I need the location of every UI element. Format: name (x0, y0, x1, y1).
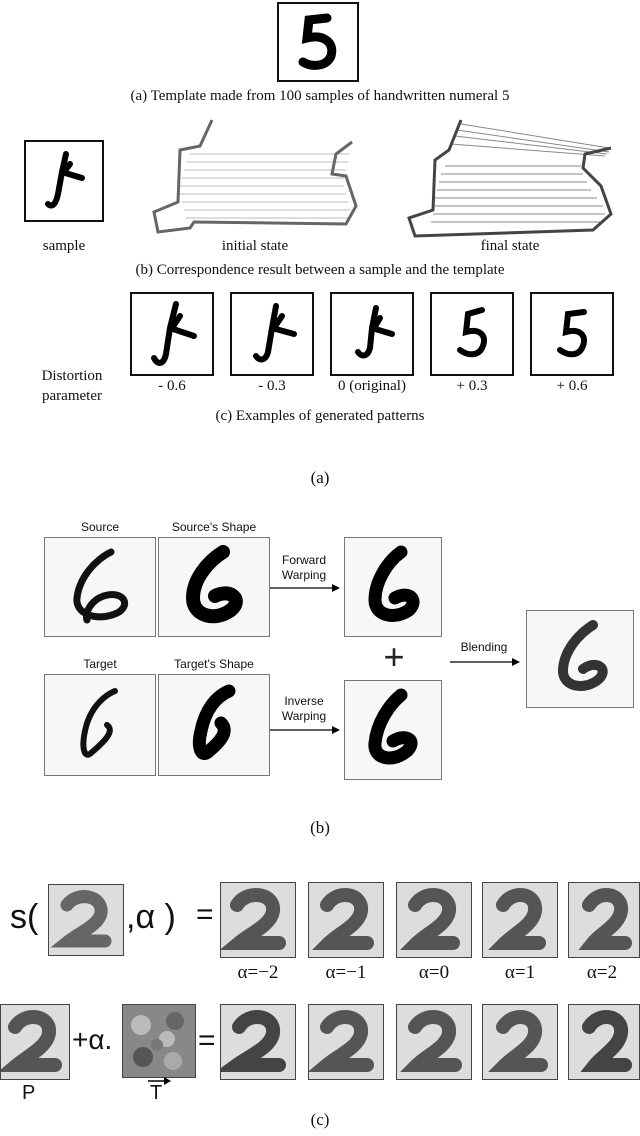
source-shape-image (158, 537, 270, 637)
generated-pattern-2 (230, 292, 314, 376)
alpha-value-5: α=2 (586, 962, 618, 983)
label-source: Source (80, 520, 120, 534)
alpha-pattern-3 (396, 882, 472, 958)
input-pattern-image (48, 884, 124, 956)
forward-arrow (268, 582, 342, 594)
initial-state-image (150, 116, 360, 236)
label-p: P (22, 1082, 36, 1104)
label-sample: sample (42, 238, 86, 254)
label-inverse-1: Inverse (284, 694, 324, 708)
caption-correspondence: (b) Correspondence result between a samp… (135, 262, 505, 278)
label-forward-2: Warping (281, 568, 327, 582)
comma-alpha: ,α ) (126, 898, 176, 936)
alpha-value-4: α=1 (504, 962, 536, 983)
sample-image (24, 140, 104, 222)
distortion-value-4: + 0.3 (456, 378, 488, 394)
forward-warped-image (344, 537, 442, 637)
panel-label-a: (a) (310, 468, 330, 487)
label-source-shape: Source's Shape (171, 520, 257, 534)
source-image (44, 537, 156, 637)
label-target-shape: Target's Shape (174, 657, 254, 671)
template-image (277, 2, 359, 82)
label-target: Target (83, 657, 117, 671)
label-t: T (150, 1082, 163, 1104)
blending-arrow (448, 656, 522, 668)
inverse-warped-image (344, 680, 442, 780)
distortion-label-line1: Distortion (41, 368, 103, 384)
label-initial-state: initial state (221, 238, 289, 254)
generated-pattern-5 (530, 292, 614, 376)
plus-sign: + (383, 636, 405, 677)
s-prefix: s( (10, 898, 39, 936)
label-blending: Blending (460, 640, 508, 654)
alpha-pattern-5 (568, 882, 640, 958)
tangent-pattern-4 (482, 1004, 558, 1080)
distortion-value-2: - 0.3 (258, 378, 286, 394)
tangent-pattern-3 (396, 1004, 472, 1080)
target-image (44, 674, 156, 776)
final-state-image (405, 114, 615, 238)
equals-sign-top: = (196, 898, 214, 931)
blended-result-image (526, 610, 634, 708)
label-forward-1: Forward (281, 553, 326, 567)
tangent-vector-t (122, 1004, 196, 1078)
distortion-label-line2: parameter (42, 388, 102, 404)
panel-label-c: (c) (310, 1110, 330, 1129)
alpha-pattern-4 (482, 882, 558, 958)
tangent-pattern-1 (220, 1004, 296, 1080)
panel-label-b: (b) (310, 818, 330, 837)
alpha-value-1: α=−2 (237, 962, 279, 983)
distortion-value-1: - 0.6 (158, 378, 186, 394)
alpha-value-3: α=0 (418, 962, 450, 983)
mean-pattern-p (0, 1004, 70, 1080)
caption-template: (a) Template made from 100 samples of ha… (130, 88, 510, 104)
distortion-value-5: + 0.6 (556, 378, 588, 394)
distortion-value-3: 0 (original) (338, 378, 406, 394)
alpha-pattern-1 (220, 882, 296, 958)
alpha-value-2: α=−1 (325, 962, 367, 983)
generated-pattern-1 (130, 292, 214, 376)
label-inverse-2: Warping (281, 709, 327, 723)
t-arrow-icon (146, 1076, 172, 1086)
target-shape-image (158, 674, 270, 776)
plus-alpha: +α. (72, 1024, 113, 1055)
caption-generated: (c) Examples of generated patterns (215, 408, 425, 424)
alpha-pattern-2 (308, 882, 384, 958)
generated-pattern-4 (430, 292, 514, 376)
generated-pattern-3-original (330, 292, 414, 376)
tangent-pattern-5 (568, 1004, 640, 1080)
label-final-state: final state (480, 238, 540, 254)
tangent-pattern-2 (308, 1004, 384, 1080)
equals-sign-bottom: = (198, 1024, 216, 1057)
inverse-arrow (268, 724, 342, 736)
